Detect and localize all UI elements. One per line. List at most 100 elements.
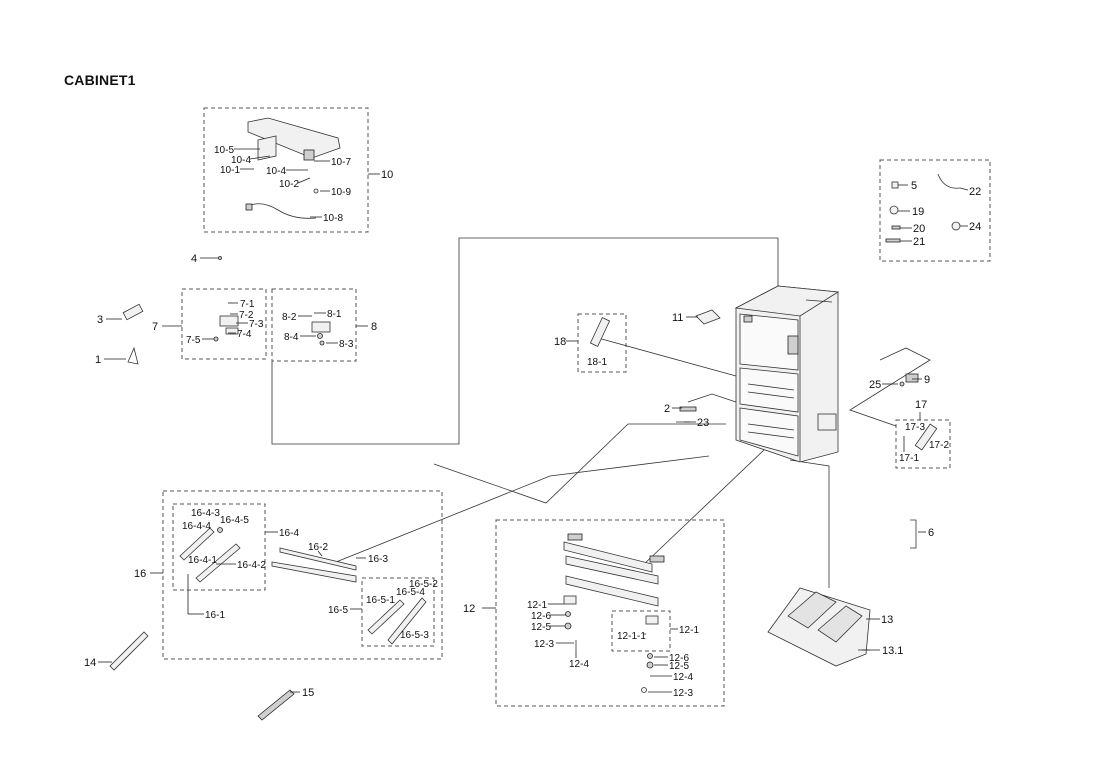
part-2-hinge-pin [679,406,697,412]
connector-line [789,459,830,588]
label-17: 17 [915,399,927,411]
part-10-9-screw [313,188,319,194]
label-10-5: 10-5 [214,145,234,156]
label-4: 4 [191,253,197,265]
label-16-4-5: 16-4-5 [220,515,249,526]
part-16-5-3-rail [387,597,427,645]
label-16-4-1: 16-4-1 [188,555,217,566]
part-labels: 10 10-5 10-4 10-1 10-4 10-2 10-7 10-9 10… [84,145,981,699]
part-7-hinge-parts [213,315,239,342]
part-12-rails [563,533,665,607]
label-16-3: 16-3 [368,554,388,565]
label-8-4: 8-4 [284,332,299,343]
group-box-16-4 [172,503,266,591]
label-12-5: 12-5 [669,661,689,672]
label-8-3: 8-3 [339,339,354,350]
label-7-5: 7-5 [186,335,201,346]
label-7-4: 7-4 [237,329,252,340]
group-box-17 [895,419,951,469]
part-16-2-bar [271,547,357,583]
label-13: 13 [881,614,893,626]
connector-line [849,347,931,427]
part-17-rail [914,423,938,451]
part-12-5-nut [646,661,654,669]
part-12-1-bracket [563,595,577,605]
label-12-6: 12-6 [531,611,551,622]
part-5-cap [891,181,899,189]
part-22-wire [937,173,961,189]
label-12: 12 [463,603,475,615]
part-13-base [767,587,871,667]
part-9-hinge [905,373,919,383]
connector-line [335,455,710,563]
label-16-5: 16-5 [328,605,348,616]
part-20-screw [891,225,901,230]
label-21: 21 [913,236,925,248]
label-15: 15 [302,687,314,699]
label-12-4: 12-4 [569,659,589,670]
part-10-8-harness [245,203,317,219]
label-11: 11 [672,312,683,324]
label-7-2: 7-2 [239,310,254,321]
label-10-9: 10-9 [331,187,351,198]
part-12-6-washer [565,611,571,617]
group-box-8 [271,288,357,362]
label-12-5: 12-5 [531,622,551,633]
label-3: 3 [97,314,103,326]
label-17-2: 17-2 [929,440,949,451]
connector-line [687,393,737,403]
label-16-5-1: 16-5-1 [366,595,395,606]
label-25: 25 [869,379,881,391]
part-24-grommet [951,221,961,231]
group-box-12-1 [611,610,671,652]
connector-line [597,337,737,377]
part-12-1-1-bracket [645,615,659,625]
part-25-screw [899,381,905,387]
label-16-4: 16-4 [279,528,299,539]
label-12-1: 12-1 [527,600,547,611]
label-18: 18 [554,336,566,348]
group-box-7 [181,288,267,360]
label-2: 2 [664,403,670,415]
label-10-4: 10-4 [266,166,286,177]
label-1: 1 [95,354,101,366]
label-16-5-3: 16-5-3 [400,630,429,641]
refrigerator-cabinet [734,285,840,463]
label-10-2: 10-2 [279,179,299,190]
label-8-1: 8-1 [327,309,342,320]
part-12-3-cap [641,687,647,693]
label-7: 7 [152,321,158,333]
label-10-7: 10-7 [331,157,351,168]
part-14-rail [109,631,149,671]
label-14: 14 [84,657,96,669]
label-19: 19 [912,206,924,218]
leader-lines [98,148,969,693]
part-10-bracket [247,117,341,161]
part-18-1-rail [589,317,611,347]
label-20: 20 [913,223,925,235]
part-4-screw [218,256,222,260]
label-18-1: 18-1 [587,357,607,368]
label-5: 5 [911,180,917,192]
label-7-1: 7-1 [240,299,255,310]
label-16: 16 [134,568,146,580]
part-19-plug [889,205,899,215]
label-9: 9 [924,374,930,386]
label-13-1: 13.1 [882,645,903,657]
label-12-1: 12-1 [679,625,699,636]
part-12-6-washer [647,653,653,659]
label-10-8: 10-8 [323,213,343,224]
group-box-16-5 [361,577,435,647]
label-8: 8 [371,321,377,333]
label-23: 23 [697,417,709,429]
part-16-5-1-rail [367,599,405,635]
group-box-small-parts [879,159,991,262]
part-1-clip [127,346,139,365]
label-16-1: 16-1 [205,610,225,621]
part-12-5-nut [564,622,572,630]
label-7-3: 7-3 [249,319,264,330]
label-10-1: 10-1 [220,165,240,176]
group-box-10 [203,107,369,233]
part-8-hinge-parts [311,321,331,346]
